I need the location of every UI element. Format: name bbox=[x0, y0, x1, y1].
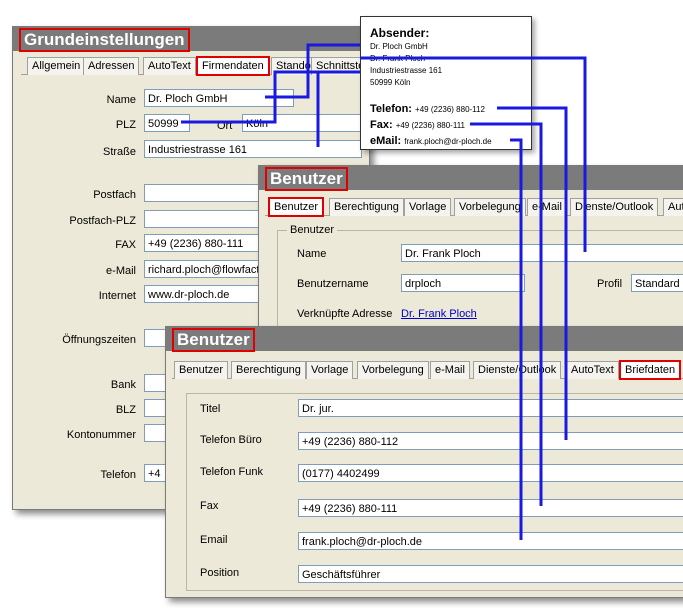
tab-adressen[interactable]: Adressen bbox=[83, 57, 140, 75]
label-internet: Internet bbox=[98, 290, 136, 302]
label-email: e-Mail bbox=[106, 265, 136, 277]
tab-email[interactable]: e-Mail bbox=[527, 198, 567, 216]
label-postfach: Postfach bbox=[93, 189, 136, 201]
tab-autotext[interactable]: AutoText bbox=[566, 361, 619, 379]
absender-line-person: Dr. Frank Ploch bbox=[370, 54, 426, 63]
internet-field[interactable]: www.dr-ploch.de bbox=[144, 285, 294, 303]
tab-berechtigung[interactable]: Berechtigung bbox=[329, 198, 404, 216]
label-profil: Profil bbox=[597, 278, 623, 290]
telefon-buero-field[interactable]: +49 (2236) 880-112 bbox=[298, 432, 683, 450]
benutzername-field[interactable]: drploch bbox=[401, 274, 525, 292]
absender-telefon: Telefon: +49 (2236) 880-112 bbox=[370, 103, 485, 115]
telefon-funk-field[interactable]: (0177) 4402499 bbox=[298, 464, 683, 482]
window-title: Benutzer bbox=[172, 328, 255, 352]
label-fax: FAX bbox=[115, 239, 136, 251]
email-label: eMail: bbox=[370, 135, 402, 147]
label-telefon: Telefon bbox=[100, 469, 136, 481]
label-position: Position bbox=[200, 567, 240, 579]
absender-email: eMail: frank.ploch@dr-ploch.de bbox=[370, 135, 492, 147]
tab-dienste-outlook[interactable]: Dienste/Outlook bbox=[473, 361, 562, 379]
label-oeffnungszeiten: Öffnungszeiten bbox=[62, 334, 136, 346]
label-telefon-funk: Telefon Funk bbox=[200, 466, 263, 478]
label-blz: BLZ bbox=[115, 404, 136, 416]
absender-line-street: Industriestrasse 161 bbox=[370, 66, 443, 75]
briefdaten-group bbox=[186, 393, 683, 591]
tab-autotext[interactable]: AutoText bbox=[143, 57, 196, 75]
titel-field[interactable]: Dr. jur. bbox=[298, 399, 683, 417]
label-name: Name bbox=[297, 248, 327, 260]
fax-value: +49 (2236) 880-111 bbox=[395, 121, 465, 130]
benutzer-window-front: Benutzer Benutzer Berechtigung Vorlage V… bbox=[165, 326, 683, 598]
absender-line-company: Dr. Ploch GmbH bbox=[370, 42, 428, 51]
fax-field[interactable]: +49 (2236) 880-111 bbox=[144, 234, 294, 252]
label-benutzername: Benutzername bbox=[297, 278, 369, 290]
label-strasse: Straße bbox=[102, 146, 136, 158]
label-bank: Bank bbox=[110, 379, 136, 391]
strasse-field[interactable]: Industriestrasse 161 bbox=[144, 140, 362, 158]
email-field[interactable]: richard.ploch@flowfact bbox=[144, 260, 294, 278]
tab-firmendaten[interactable]: Firmendaten bbox=[196, 56, 270, 76]
fax-label: Fax: bbox=[370, 119, 393, 131]
profil-select[interactable]: Standard bbox=[631, 274, 683, 292]
tab-benutzer[interactable]: Benutzer bbox=[174, 361, 229, 379]
tab-vorlage[interactable]: Vorlage bbox=[404, 198, 452, 216]
ort-field[interactable]: Köln bbox=[242, 114, 362, 132]
label-fax: Fax bbox=[200, 500, 219, 512]
tab-briefdaten[interactable]: Briefdaten bbox=[619, 360, 682, 380]
label-verknuepfte-adresse: Verknüpfte Adresse bbox=[297, 308, 393, 320]
label-name: Name bbox=[106, 94, 136, 106]
absender-line-city: 50999 Köln bbox=[370, 78, 411, 87]
telefon-label: Telefon: bbox=[370, 103, 412, 115]
label-plz: PLZ bbox=[115, 119, 136, 131]
window-title: Benutzer bbox=[265, 167, 348, 191]
plz-field[interactable]: 50999 bbox=[144, 114, 190, 132]
email-field[interactable]: frank.ploch@dr-ploch.de bbox=[298, 532, 683, 550]
tab-vorbelegung[interactable]: Vorbelegung bbox=[357, 361, 429, 379]
window-title: Grundeinstellungen bbox=[19, 28, 190, 52]
group-label: Benutzer bbox=[287, 224, 338, 236]
tab-vorbelegung[interactable]: Vorbelegung bbox=[454, 198, 526, 216]
name-field[interactable]: Dr. Ploch GmbH bbox=[144, 89, 294, 107]
position-field[interactable]: Geschäftsführer bbox=[298, 565, 683, 583]
tab-vorlage[interactable]: Vorlage bbox=[306, 361, 354, 379]
label-kontonummer: Kontonummer bbox=[66, 429, 136, 441]
tab-autotext[interactable]: Aut bbox=[663, 198, 683, 216]
fax-field[interactable]: +49 (2236) 880-111 bbox=[298, 499, 683, 517]
verknuepfte-adresse-link[interactable]: Dr. Frank Ploch bbox=[401, 308, 477, 320]
label-postfach-plz: Postfach-PLZ bbox=[69, 215, 136, 227]
telefon-value: +49 (2236) 880-112 bbox=[415, 105, 485, 114]
tab-allgemein[interactable]: Allgemein bbox=[27, 57, 86, 75]
label-titel: Titel bbox=[200, 403, 221, 415]
label-ort: Ort bbox=[217, 120, 233, 132]
tab-email[interactable]: e-Mail bbox=[430, 361, 470, 379]
tab-dienste-outlook[interactable]: Dienste/Outlook bbox=[570, 198, 659, 216]
label-telefon-buero: Telefon Büro bbox=[200, 434, 262, 446]
name-field[interactable]: Dr. Frank Ploch bbox=[401, 244, 683, 262]
email-value: frank.ploch@dr-ploch.de bbox=[404, 137, 492, 146]
absender-heading: Absender: bbox=[370, 26, 430, 40]
tab-benutzer[interactable]: Benutzer bbox=[268, 197, 325, 217]
label-email: Email bbox=[200, 534, 228, 546]
absender-fax: Fax: +49 (2236) 880-111 bbox=[370, 119, 465, 131]
absender-card: Absender: Dr. Ploch GmbH Dr. Frank Ploch… bbox=[360, 16, 532, 150]
tab-berechtigung[interactable]: Berechtigung bbox=[231, 361, 306, 379]
